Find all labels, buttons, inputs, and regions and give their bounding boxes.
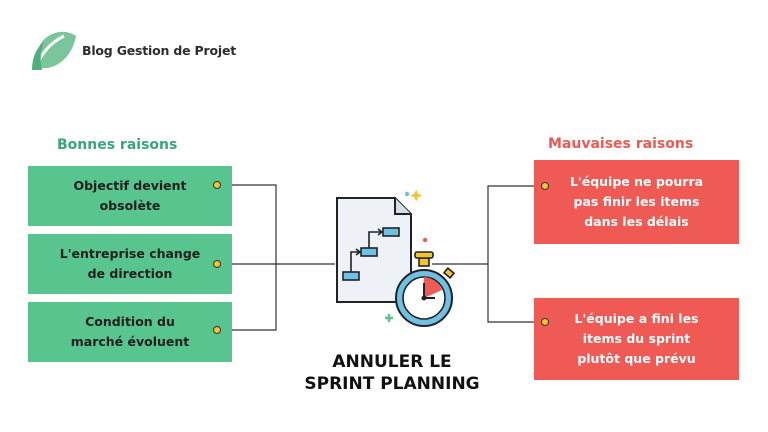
box-line: L'équipe ne pourra	[569, 174, 704, 189]
box-line: L'entreprise change	[59, 246, 201, 261]
connector-dot	[213, 326, 221, 334]
box-line: L'équipe a fini les	[574, 311, 699, 326]
box-line: marché évoluent	[70, 334, 190, 349]
connector-dot	[213, 260, 221, 268]
box-line: pas finir les items	[573, 194, 700, 209]
box-line: Objectif devient	[73, 178, 187, 193]
box-line: Condition du	[85, 314, 175, 329]
title-line: ANNULER LE	[332, 352, 452, 372]
brand-name: Blog Gestion de Projet	[82, 42, 237, 58]
box-line: de direction	[87, 266, 173, 281]
box-line: obsolète	[99, 198, 161, 213]
diagram-title: ANNULER LE SPRINT PLANNING	[262, 351, 522, 395]
connector-dot	[213, 181, 221, 189]
box-line: items du sprint	[582, 331, 691, 346]
good-reason-box: L'entreprise change de direction	[28, 234, 232, 294]
good-reason-box: Condition du marché évoluent	[28, 302, 232, 362]
box-line: dans les délais	[584, 214, 689, 229]
title-line: SPRINT PLANNING	[304, 374, 480, 394]
brand-logo[interactable]: Blog Gestion de Projet	[30, 28, 236, 72]
connector-dot	[541, 182, 549, 190]
bad-reason-box: L'équipe ne pourra pas finir les items dan…	[534, 160, 739, 244]
bad-reason-box: L'équipe a fini les items du sprint plutôt…	[534, 298, 739, 380]
leaf-logo-icon	[32, 31, 76, 70]
good-reasons-heading: Bonnes raisons	[57, 137, 178, 153]
connector-dot	[541, 318, 549, 326]
good-reason-box: Objectif devient obsolète	[28, 166, 232, 226]
box-line: plutôt que prévu	[577, 351, 696, 366]
bad-reasons-heading: Mauvaises raisons	[548, 136, 694, 152]
document-with-stopwatch-icon	[336, 189, 456, 327]
